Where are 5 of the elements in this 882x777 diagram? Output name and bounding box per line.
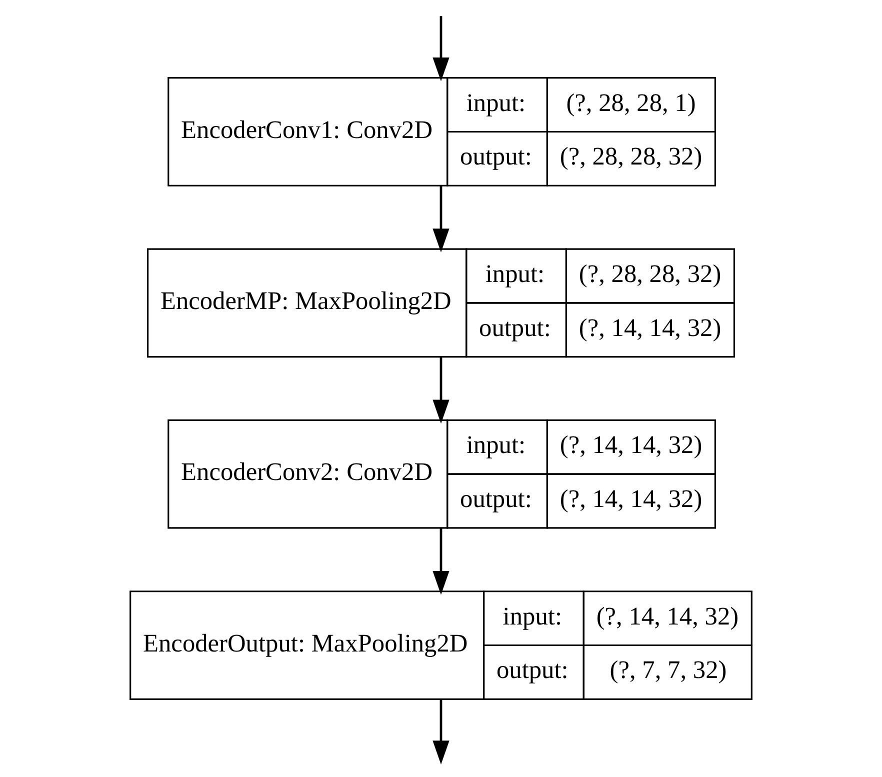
- arrow: [432, 186, 450, 252]
- arrow: [432, 528, 450, 595]
- arrow: [432, 699, 450, 764]
- arrow: [432, 16, 450, 82]
- arrow: [432, 357, 450, 424]
